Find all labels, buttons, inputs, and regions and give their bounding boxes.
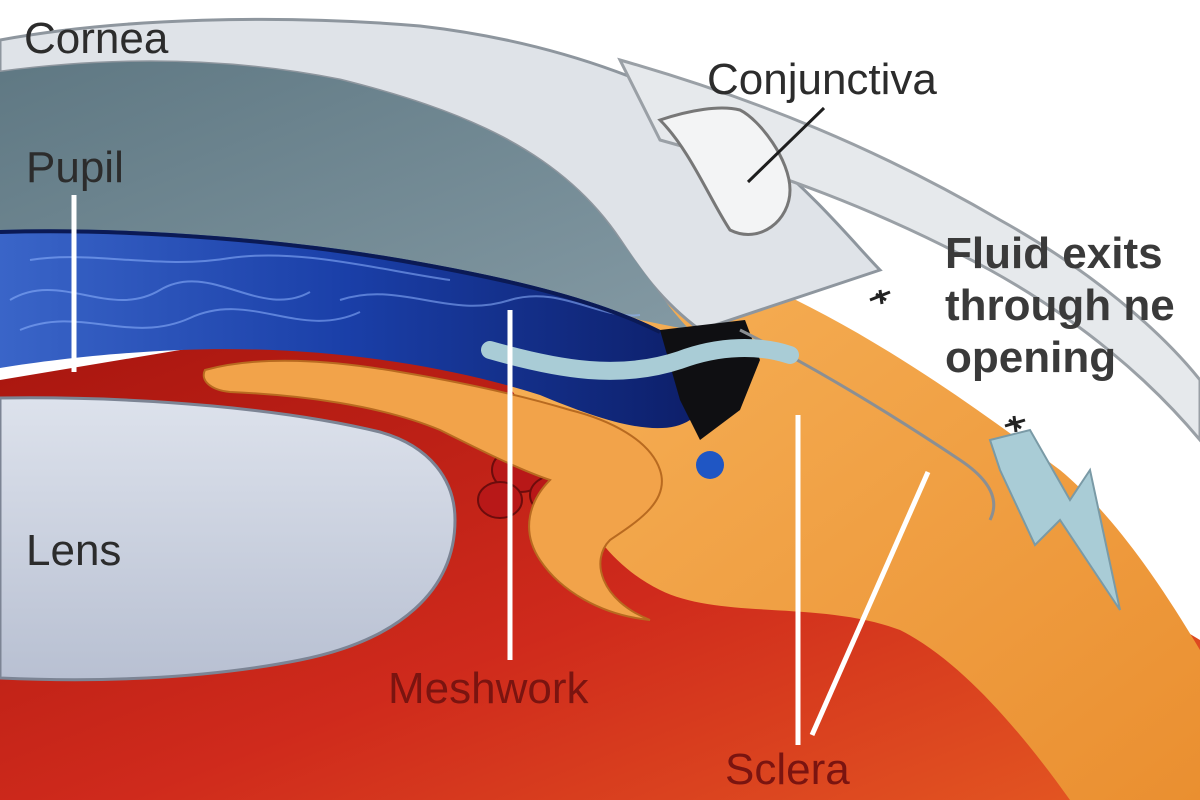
label-lens: Lens (26, 526, 122, 575)
iris-edge (0, 229, 661, 334)
label-conjunctiva: Conjunctiva (707, 55, 937, 104)
fluid-callout-line-1: Fluid exits (945, 229, 1163, 278)
fluid-flow-arrow (988, 428, 1121, 611)
iris (0, 229, 694, 429)
bleb-channel (481, 339, 799, 380)
label-meshwork: Meshwork (388, 664, 589, 713)
conjunctival-fold (657, 106, 792, 236)
sclera-leader-line-2 (809, 470, 931, 737)
anterior-chamber (0, 61, 690, 330)
conjunctiva-leader (746, 106, 826, 184)
leader-lines (71, 195, 931, 745)
label-pupil: Pupil (26, 143, 124, 192)
iris-root-tissue (202, 359, 663, 621)
label-sclera: Sclera (725, 745, 850, 794)
schlemm-canal (696, 451, 724, 479)
suture-marks (869, 289, 1026, 433)
fluid-callout-line-3: opening (945, 333, 1117, 382)
lens (0, 396, 457, 682)
cornea (0, 0, 1200, 160)
fluid-callout-line-2: through ne (945, 281, 1175, 330)
fluid-exit-callout: Fluid exits through ne opening (945, 228, 1175, 384)
label-cornea: Cornea (24, 14, 169, 63)
